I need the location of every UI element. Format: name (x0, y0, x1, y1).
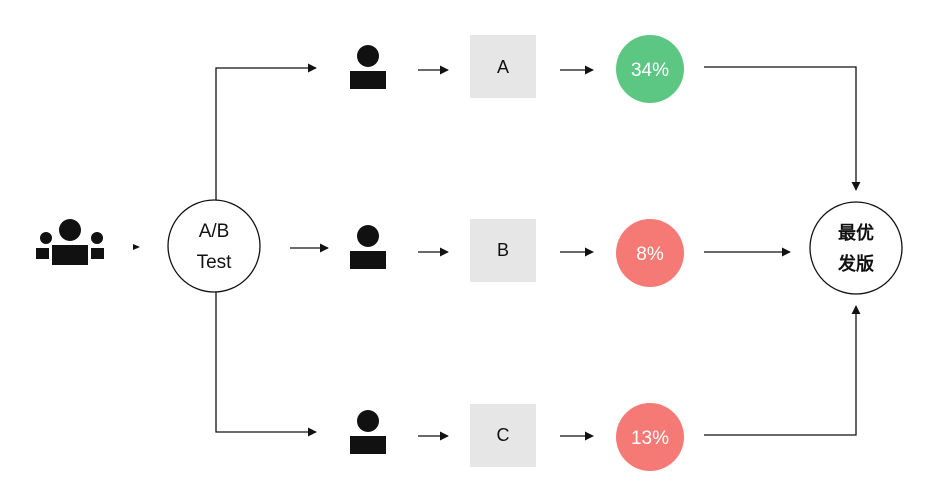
rate-value-a: 34% (631, 60, 669, 81)
rate-value-b: 8% (636, 244, 664, 265)
rate-value-c: 13% (631, 428, 669, 449)
branch-to-a (215, 63, 317, 200)
branch-to-c (215, 292, 317, 437)
variant-label-c: C (497, 425, 510, 445)
best-release-label-line2: 发版 (837, 253, 874, 275)
rate-circle-b (616, 219, 684, 287)
best-release-label-line1: 最优 (838, 222, 874, 244)
best-release-node: 最优 发版 (809, 201, 903, 295)
group-icon (36, 219, 104, 265)
arrow-group-to-abtest (133, 244, 140, 250)
variant-box-c (470, 404, 536, 467)
ab-test-label-line2: Test (197, 252, 233, 273)
variant-label-b: B (497, 240, 509, 260)
variant-label-a: A (497, 57, 509, 77)
ab-test-label-line1: A/B (199, 221, 230, 242)
row-a: A 34% (350, 35, 684, 103)
rate-circle-a (616, 35, 684, 103)
ab-test-node: A/B Test (167, 199, 261, 293)
connector-a-to-best (704, 66, 861, 191)
row-b: B 8% (350, 219, 684, 287)
person-icon (350, 410, 386, 454)
variant-box-b (470, 219, 536, 282)
rate-circle-c (616, 403, 684, 471)
row-c: C 13% (350, 403, 684, 471)
person-icon (350, 45, 386, 89)
variant-box-a (470, 35, 536, 98)
person-icon (350, 225, 386, 269)
connector-c-to-best (704, 305, 861, 436)
